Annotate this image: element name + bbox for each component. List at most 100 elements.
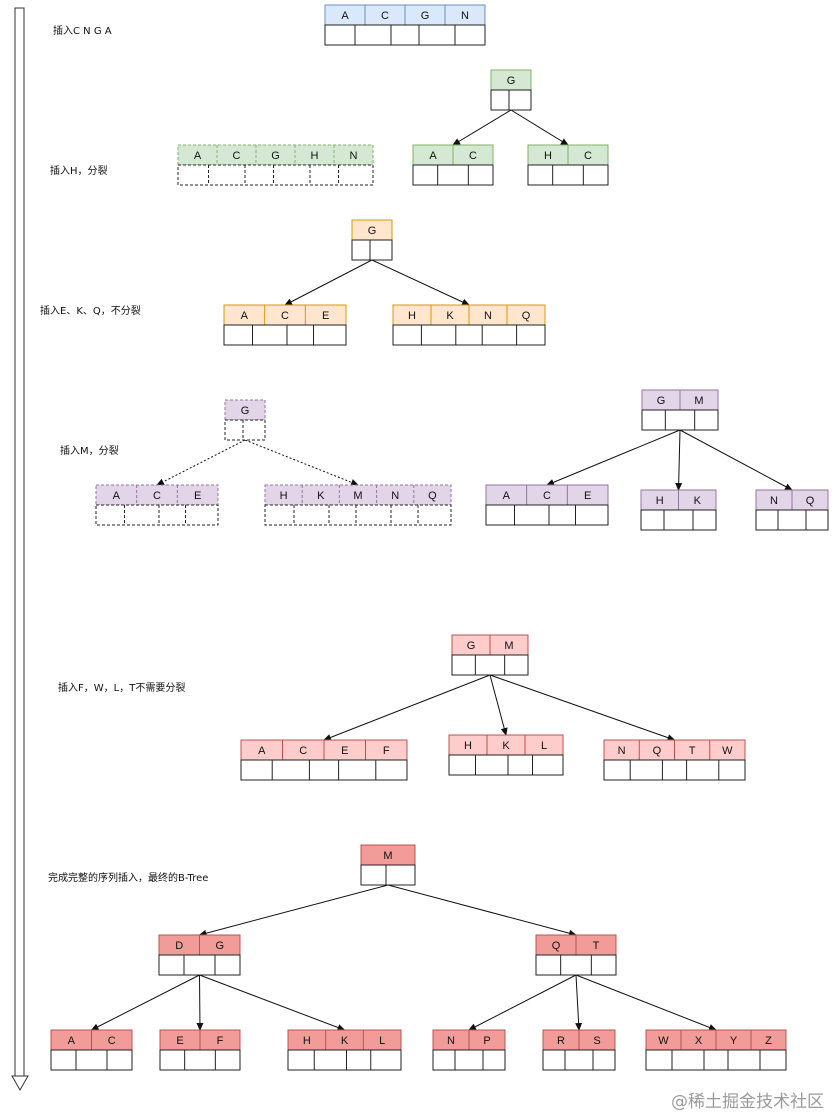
node-key: G — [368, 225, 377, 237]
timeline-arrow — [11, 7, 29, 1092]
node-key: P — [483, 1035, 490, 1047]
node-key: N — [461, 10, 469, 22]
node-pointer-row — [640, 509, 717, 531]
node-key: L — [541, 740, 547, 752]
node-key: H — [280, 490, 288, 502]
node-key: A — [241, 310, 249, 322]
node-key: H — [311, 150, 319, 162]
node-pointer-row — [535, 954, 617, 976]
tree-edge — [199, 974, 346, 1031]
node-key: C — [108, 1035, 116, 1047]
node-key-row — [264, 484, 452, 506]
node-pointer-row — [324, 24, 486, 46]
node-key: R — [557, 1035, 565, 1047]
node-pointer-row — [287, 1049, 402, 1071]
node-key: E — [176, 1035, 183, 1047]
node-key: G — [215, 940, 224, 952]
node-pointer-row — [451, 654, 529, 676]
node-key: Q — [522, 310, 531, 322]
node-key: A — [503, 490, 511, 502]
node-key: E — [341, 745, 348, 757]
node-key: M — [504, 640, 513, 652]
node-key: Q — [428, 490, 437, 502]
node-key: N — [350, 150, 358, 162]
node-pointer-row — [224, 419, 266, 441]
node-key: C — [299, 745, 307, 757]
node-key: D — [175, 940, 183, 952]
tree-edge — [156, 439, 246, 486]
node-key: A — [341, 10, 349, 22]
node-key: G — [241, 405, 250, 417]
tree-edge — [284, 259, 373, 306]
tree-edge — [575, 974, 583, 1031]
node-key: G — [421, 10, 430, 22]
node-key: C — [233, 150, 241, 162]
node-key: K — [341, 1035, 349, 1047]
node-key: G — [271, 150, 280, 162]
tree-edge — [679, 429, 793, 491]
node-key: C — [281, 310, 289, 322]
node-key: C — [469, 150, 477, 162]
node-key: M — [353, 490, 362, 502]
node-key: N — [391, 490, 399, 502]
node-key: G — [467, 640, 476, 652]
node-key: T — [593, 940, 600, 952]
tree-edge — [489, 674, 676, 741]
tree-edge — [468, 974, 577, 1031]
node-key: C — [153, 490, 161, 502]
node-key: E — [322, 310, 329, 322]
node-pointer-row — [158, 954, 241, 976]
node-key: M — [694, 395, 703, 407]
node-pointer-row — [542, 1049, 616, 1071]
node-key: N — [484, 310, 492, 322]
tree-edge — [90, 974, 200, 1031]
node-pointer-row — [159, 1049, 241, 1071]
node-key: E — [194, 490, 201, 502]
node-key: S — [593, 1035, 600, 1047]
node-key: L — [379, 1035, 385, 1047]
node-pointer-row — [412, 164, 494, 186]
tree-edge — [198, 884, 389, 937]
node-key: W — [722, 745, 733, 757]
node-key: G — [657, 395, 666, 407]
tree-node: M — [360, 844, 416, 886]
node-key: K — [317, 490, 325, 502]
node-pointer-row — [177, 164, 374, 186]
node-pointer-row — [645, 1049, 787, 1071]
node-pointer-row — [527, 164, 609, 186]
tree-node: G — [490, 69, 532, 111]
node-key: M — [383, 850, 392, 862]
node-key: F — [383, 745, 390, 757]
node-key: E — [584, 490, 591, 502]
node-key: N — [770, 495, 778, 507]
node-key: Q — [806, 495, 815, 507]
node-key: K — [694, 495, 702, 507]
tree-edge — [196, 974, 204, 1031]
node-key: K — [502, 740, 510, 752]
node-pointer-row — [490, 89, 532, 111]
node-pointer-row — [50, 1049, 133, 1071]
node-key: C — [543, 490, 551, 502]
node-key: H — [408, 310, 416, 322]
edges-layer — [90, 109, 793, 1031]
node-key: A — [194, 150, 202, 162]
node-key: K — [446, 310, 454, 322]
